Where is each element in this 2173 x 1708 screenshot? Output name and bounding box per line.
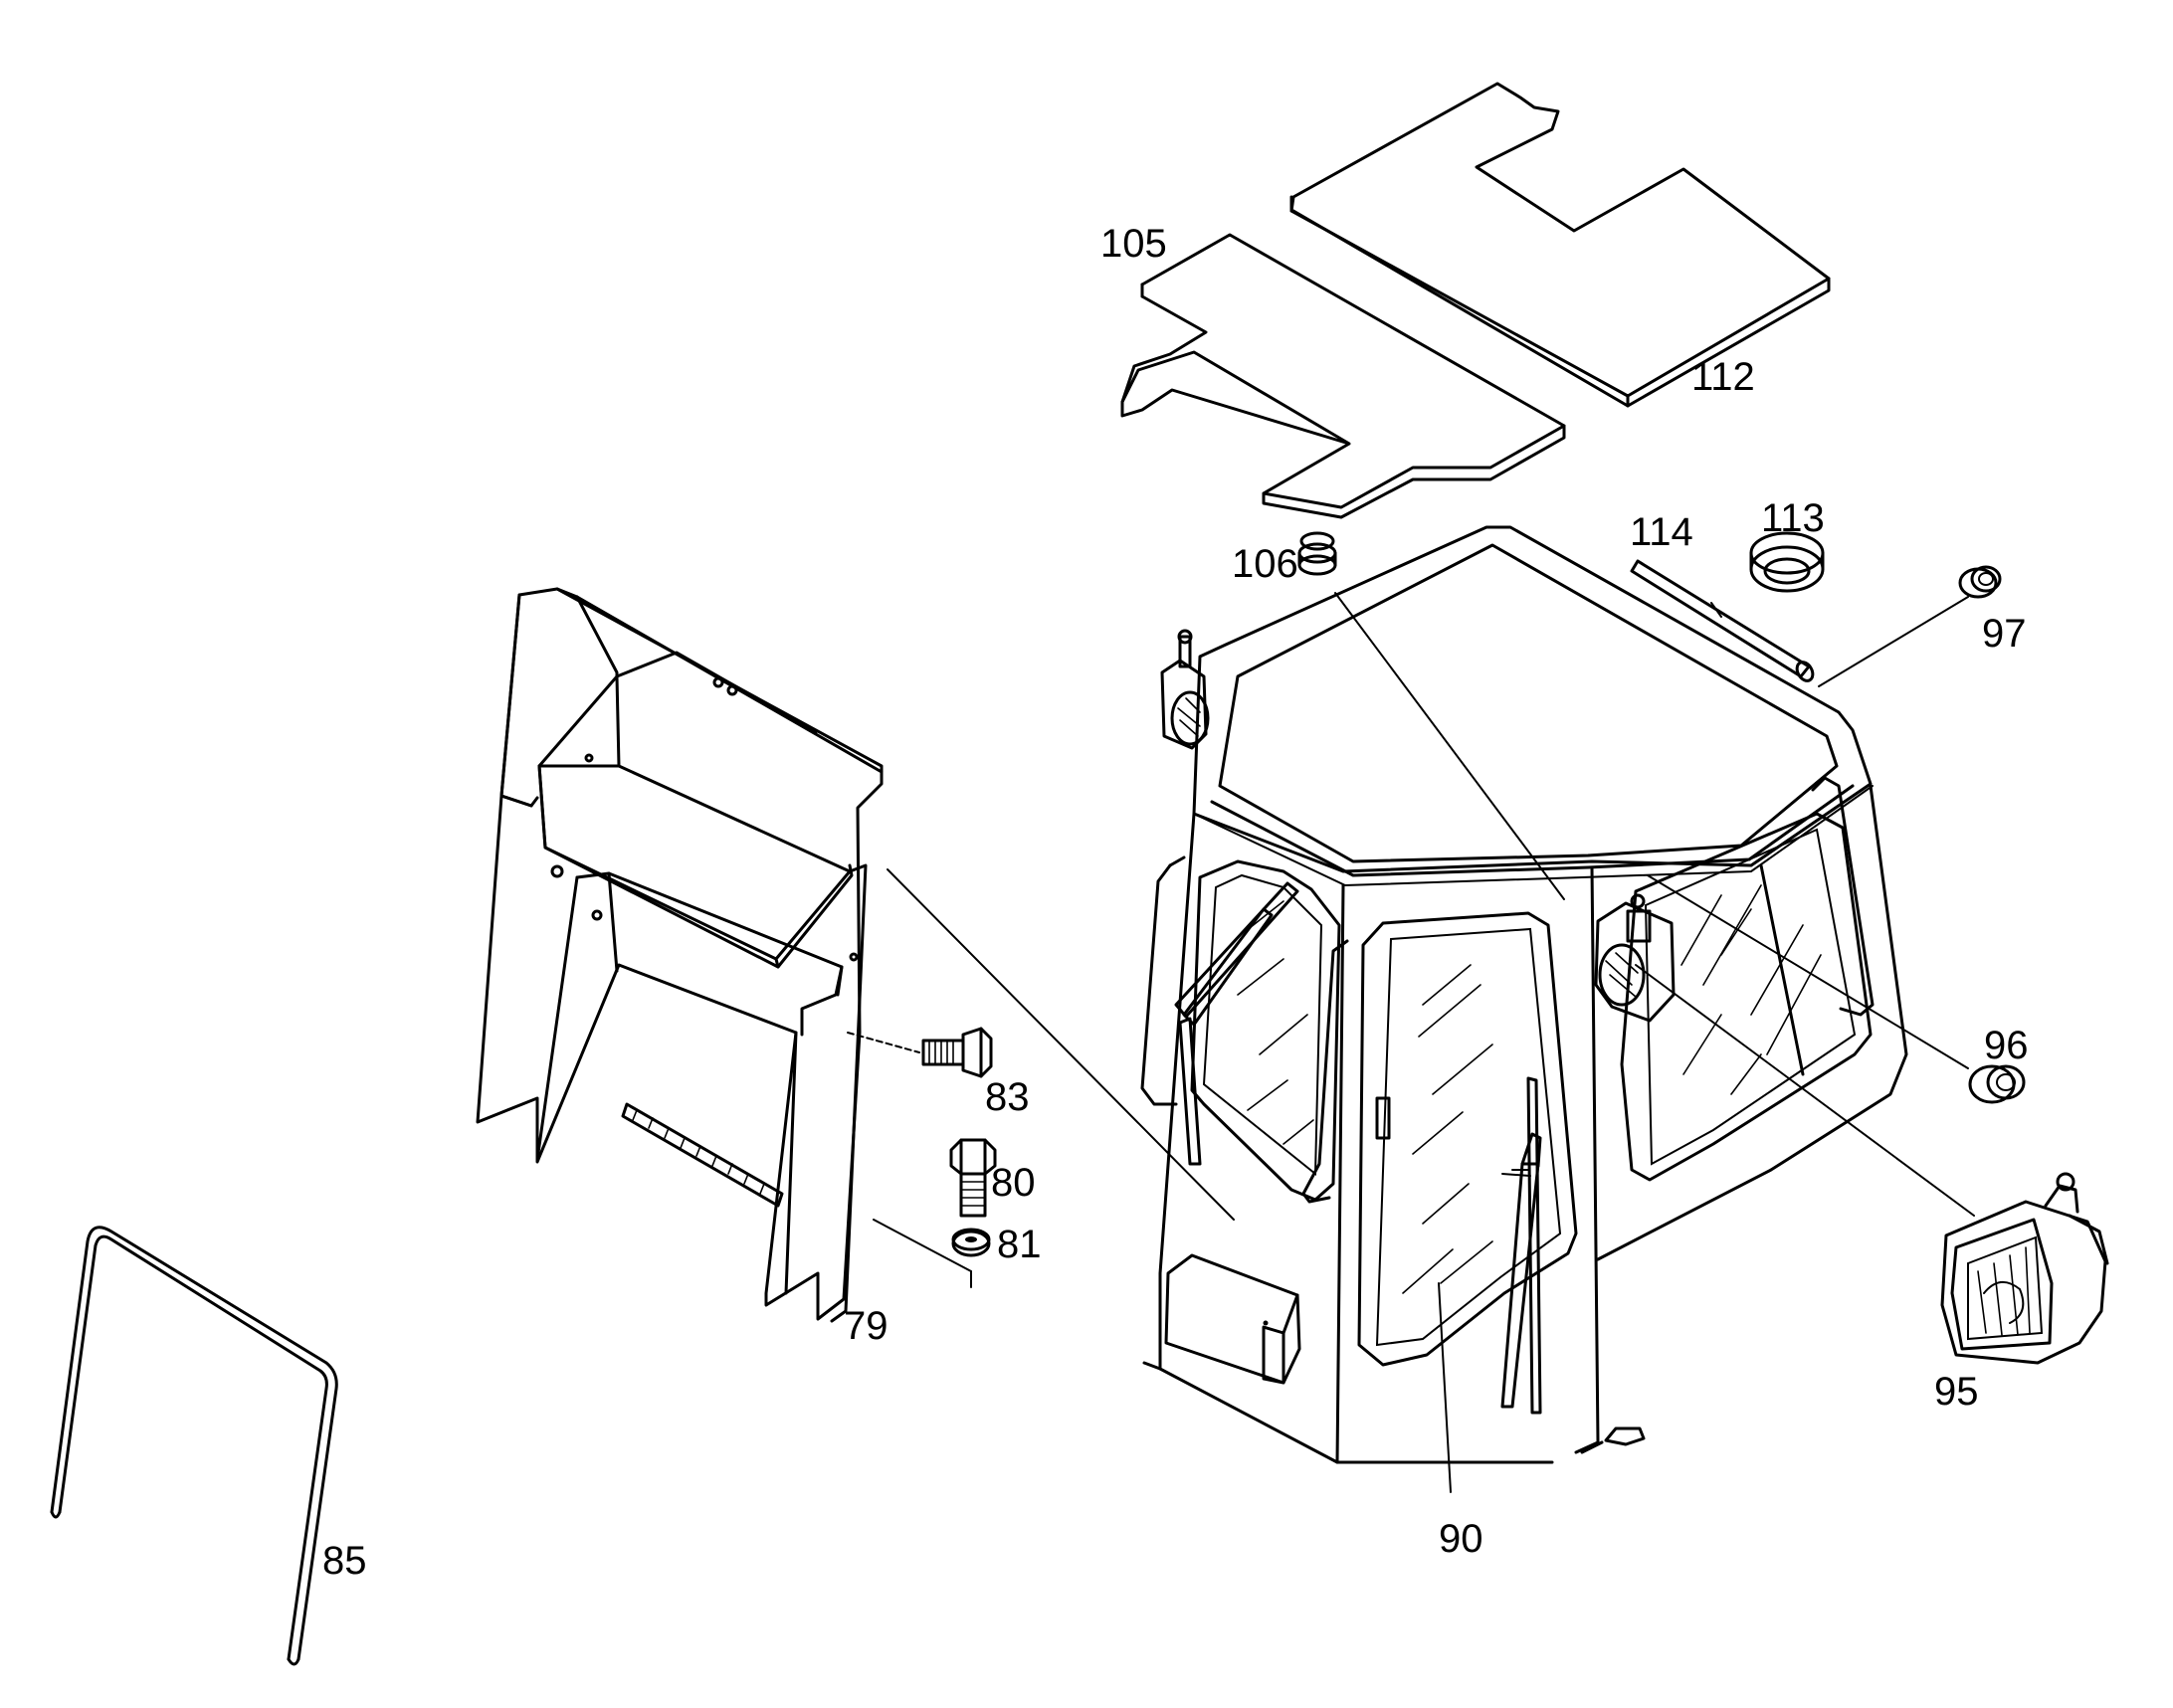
callout-90: 90 [1439, 1517, 1483, 1561]
cab-light-left [1160, 629, 1210, 750]
roof-panel-112 [1289, 82, 1831, 408]
washer-81 [951, 1228, 991, 1257]
grommet-113 [1749, 531, 1825, 593]
callout-96: 96 [1984, 1024, 2029, 1067]
rod-114 [1630, 559, 1815, 682]
callout-95: 95 [1934, 1370, 1979, 1414]
plug-96 [1968, 1064, 2026, 1104]
callout-113: 113 [1761, 496, 1825, 540]
cab-90 [1140, 525, 1908, 1464]
callout-106: 106 [1232, 542, 1298, 586]
callout-labels: 105 112 114 113 106 97 96 83 80 81 79 85… [322, 222, 2029, 1583]
callout-79: 79 [844, 1304, 889, 1348]
cab-light-right [1594, 893, 1676, 1023]
callout-97: 97 [1982, 612, 2027, 656]
callout-114: 114 [1630, 510, 1693, 554]
callout-105: 105 [1100, 222, 1167, 266]
callout-80: 80 [991, 1161, 1036, 1205]
plug-97 [1958, 565, 2002, 599]
callout-85: 85 [322, 1539, 367, 1583]
work-light-95 [1940, 1172, 2109, 1365]
callout-81: 81 [997, 1223, 1042, 1266]
callout-112: 112 [1691, 355, 1755, 399]
u-bar-85 [50, 1226, 338, 1666]
bolt-83 [921, 1027, 993, 1078]
grommet-106 [1297, 531, 1337, 576]
callout-83: 83 [985, 1075, 1030, 1119]
rear-panel-79 [476, 587, 884, 1323]
bolt-80 [949, 1138, 997, 1218]
floor-mat-105 [1120, 233, 1566, 519]
leader-lines [847, 592, 1975, 1493]
